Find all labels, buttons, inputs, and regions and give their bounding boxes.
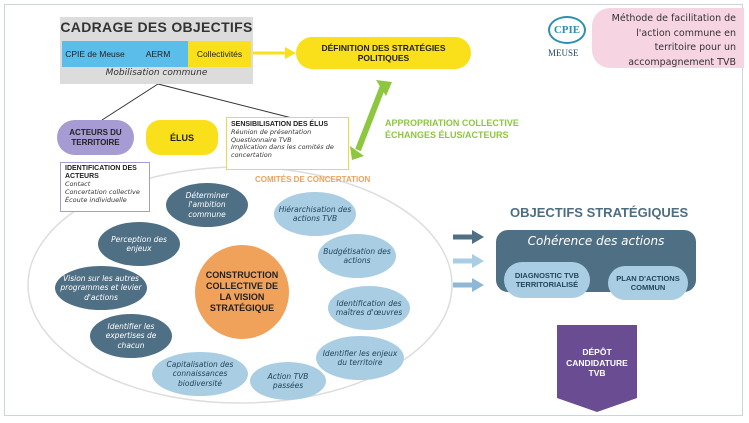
depot-shape xyxy=(557,325,637,412)
center-circle: CONSTRUCTION COLLECTIVE DE LA VISION STR… xyxy=(195,245,289,339)
sensibilisation-item: Questionnaire TVB xyxy=(231,136,292,145)
bubble-vision: Vision sur les autres programmes et levi… xyxy=(55,266,147,310)
arrow-head-definition xyxy=(285,47,296,59)
method-note: Méthode de facilitation de l'action comm… xyxy=(592,8,744,68)
bubble-capitalisation: Capitalisation des connaissances biodive… xyxy=(152,352,248,396)
diagram-frame xyxy=(4,4,743,416)
identification-item: Écoute individuelle xyxy=(65,195,127,204)
logo-sub: MEUSE xyxy=(548,48,579,58)
bubble-maitres: Identification des maîtres d'œuvres xyxy=(328,286,410,330)
bubble-ambition: Déterminer l'ambition commune xyxy=(166,183,248,227)
identification-item: Concertation collective xyxy=(65,187,140,196)
depot-label: DÉPÔT CANDIDATURE TVB xyxy=(566,347,628,379)
plan-pill: PLAN D'ACTIONS COMMUN xyxy=(608,266,688,300)
sensibilisation-item: Implication dans les comités de concerta… xyxy=(231,143,334,160)
elus-pill: ÉLUS xyxy=(146,120,218,155)
sensibilisation-box: SENSIBILISATION DES ÉLUS Réunion de prés… xyxy=(226,117,349,170)
cell-collectivites: Collectivités xyxy=(188,41,251,67)
cell-aerm: AERM xyxy=(128,41,188,67)
green-double-arrow xyxy=(355,84,386,152)
bubble-expertises: Identifier les expertises de chacun xyxy=(90,314,172,358)
line-cadrage-acteurs xyxy=(101,83,159,121)
appropriation-label: APPROPRIATION COLLECTIVE ÉCHANGES ÉLUS/A… xyxy=(385,118,519,140)
bubble-action-passees: Action TVB passées xyxy=(250,362,326,400)
cell-cpie: CPIE de Meuse xyxy=(62,41,128,67)
bubble-budgetisation: Budgétisation des actions xyxy=(318,234,396,278)
bubble-hierarchisation: Hiérarchisation des actions TVB xyxy=(274,192,356,236)
sensibilisation-item: Réunion de présentation xyxy=(231,128,312,136)
bubble-enjeux-territoire: Identifier les enjeux du territoire xyxy=(316,336,404,380)
line-cadrage-sensibilisation xyxy=(157,83,293,119)
acteurs-pill: ACTEURS DU TERRITOIRE xyxy=(57,120,134,155)
cadrage-footer: Mobilisation commune xyxy=(105,68,208,78)
cpie-logo: CPIE MEUSE xyxy=(542,10,590,66)
diagnostic-pill: DIAGNOSTIC TVB TERRITORIALISÉ xyxy=(504,262,590,298)
objectifs-title: OBJECTIFS STRATÉGIQUES xyxy=(510,205,689,220)
cadrage-title: CADRAGE DES OBJECTIFS xyxy=(60,19,253,35)
identification-title: IDENTIFICATION DES ACTEURS xyxy=(65,165,137,181)
identification-item: Contact xyxy=(65,180,91,189)
green-arrow-head-top xyxy=(376,80,392,96)
sensibilisation-title: SENSIBILISATION DES ÉLUS xyxy=(231,121,329,128)
logo-main: CPIE xyxy=(548,16,586,44)
comites-label: COMITÉS DE CONCERTATION xyxy=(255,175,371,184)
definition-pill: DÉFINITION DES STRATÉGIES POLITIQUES xyxy=(296,37,471,69)
identification-box: IDENTIFICATION DES ACTEURS Contact Conce… xyxy=(60,162,150,212)
coherence-label: Cohérence des actions xyxy=(527,234,665,248)
arrows-to-objectifs xyxy=(453,230,484,292)
bubble-perception: Perception des enjeux xyxy=(98,222,180,266)
green-arrow-head-bottom xyxy=(350,146,364,160)
